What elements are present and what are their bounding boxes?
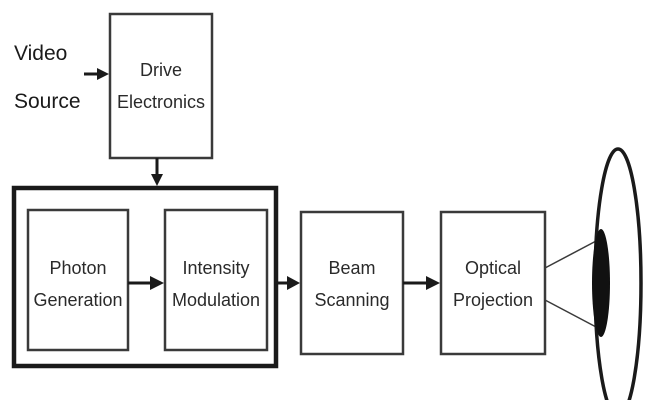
intensity-modulation-label-line2: Modulation [172,290,260,310]
optical-projection-label-line1: Optical [465,258,521,278]
arrow-video-to-drive [84,68,109,80]
drive-electronics-block: Drive Electronics [108,12,214,160]
photon-generation-block: Photon Generation [26,208,130,352]
arrow-scanning-to-projection [403,276,440,290]
arrow-photon-to-intensity [128,276,164,290]
intensity-modulation-label-line1: Intensity [182,258,249,278]
intensity-modulation-block: Intensity Modulation [163,208,269,352]
drive-electronics-label-line1: Drive [140,60,182,80]
arrow-drive-to-source [151,158,163,186]
beam-scanning-label-line1: Beam [328,258,375,278]
video-source-label-line1: Video [14,42,67,65]
beam-scanning-label-line2: Scanning [314,290,389,310]
photon-generation-label-line1: Photon [49,258,106,278]
arrow-modulation-to-scanning [278,276,300,290]
optical-projection-block: Optical Projection [439,210,547,356]
projection-rays [544,239,599,329]
beam-scanning-block: Beam Scanning [299,210,405,356]
video-source-label-line2: Source [14,90,81,113]
photon-generation-label-line2: Generation [33,290,122,310]
eye-icon [592,147,643,400]
drive-electronics-label-line2: Electronics [117,92,205,112]
optical-projection-label-line2: Projection [453,290,533,310]
pupil-icon [592,229,610,337]
